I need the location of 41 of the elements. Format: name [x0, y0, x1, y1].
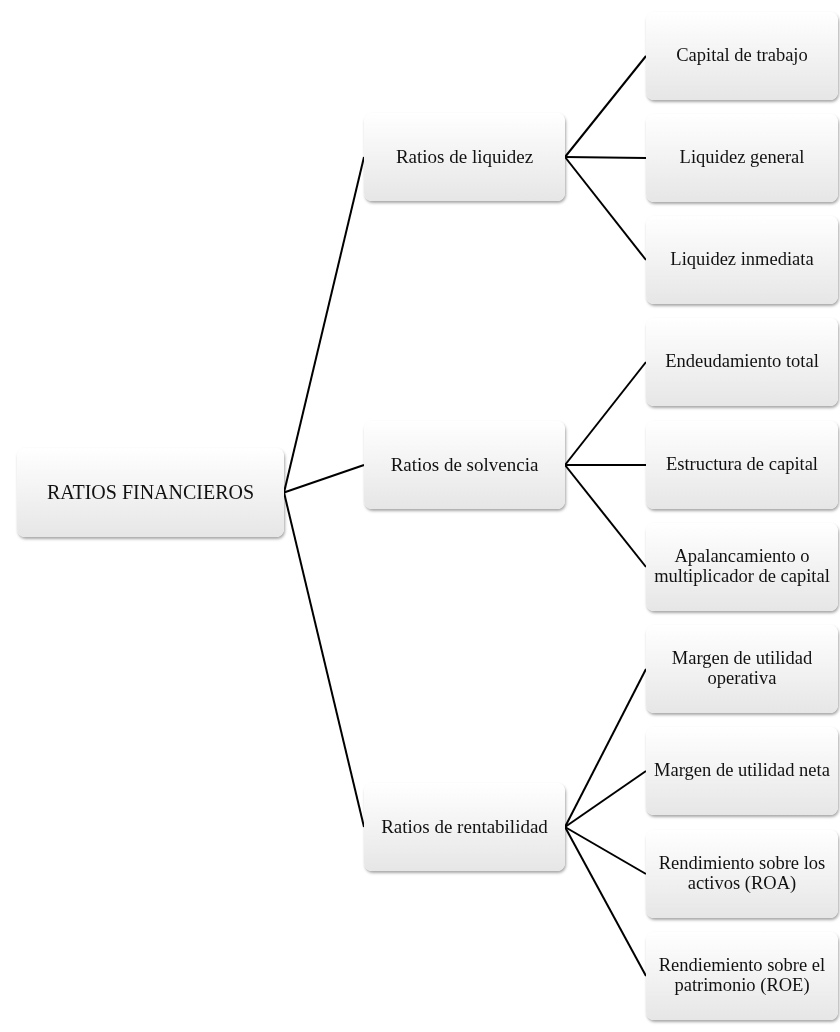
category-box: [646, 12, 838, 100]
connector-line: [564, 668, 647, 828]
category-box: [646, 625, 838, 713]
node-label: Liquidez general: [679, 148, 805, 168]
node-label: Endeudamiento total: [665, 352, 819, 372]
node-label: Margen de utilidad neta: [654, 761, 830, 781]
connector-line: [564, 156, 647, 159]
node-label: Margen de utilidad operativa: [670, 649, 814, 689]
node-label: RATIOS FINANCIEROS: [46, 481, 255, 504]
category-box: [646, 114, 838, 202]
category-box: [646, 216, 838, 304]
category-box: [646, 830, 838, 918]
root-box: [17, 448, 284, 537]
category-box: [646, 727, 838, 815]
node-label: Apalancamiento o multiplicador de capital: [653, 547, 831, 587]
connector-line: [564, 361, 647, 466]
node-label: Estructura de capital: [665, 455, 818, 475]
connector-line: [564, 464, 647, 466]
connector-line: [564, 156, 647, 261]
node-label: Rendiemiento sobre el patrimonio (ROE): [657, 956, 827, 996]
node-label: Liquidez inmediata: [670, 250, 814, 270]
category-box: [646, 318, 838, 406]
connector-line: [564, 55, 647, 158]
category-box: [364, 421, 565, 509]
node-label: Ratios de solvencia: [390, 454, 539, 476]
node-label: Ratios de liquidez: [395, 146, 534, 168]
connector-line: [564, 464, 647, 568]
connector-line: [283, 156, 365, 494]
category-box: [646, 932, 838, 1020]
category-box: [646, 421, 838, 509]
node-label: Rendimiento sobre los activos (ROA): [657, 854, 827, 894]
category-box: [646, 523, 838, 611]
category-box: [364, 783, 565, 871]
node-label: Capital de trabajo: [676, 46, 808, 66]
connector-line: [283, 491, 365, 828]
connector-line: [564, 770, 647, 828]
node-label: Ratios de rentabilidad: [381, 816, 548, 838]
connector-line: [283, 464, 365, 494]
category-box: [364, 113, 565, 201]
connector-line: [564, 826, 647, 977]
connector-line: [564, 826, 647, 875]
